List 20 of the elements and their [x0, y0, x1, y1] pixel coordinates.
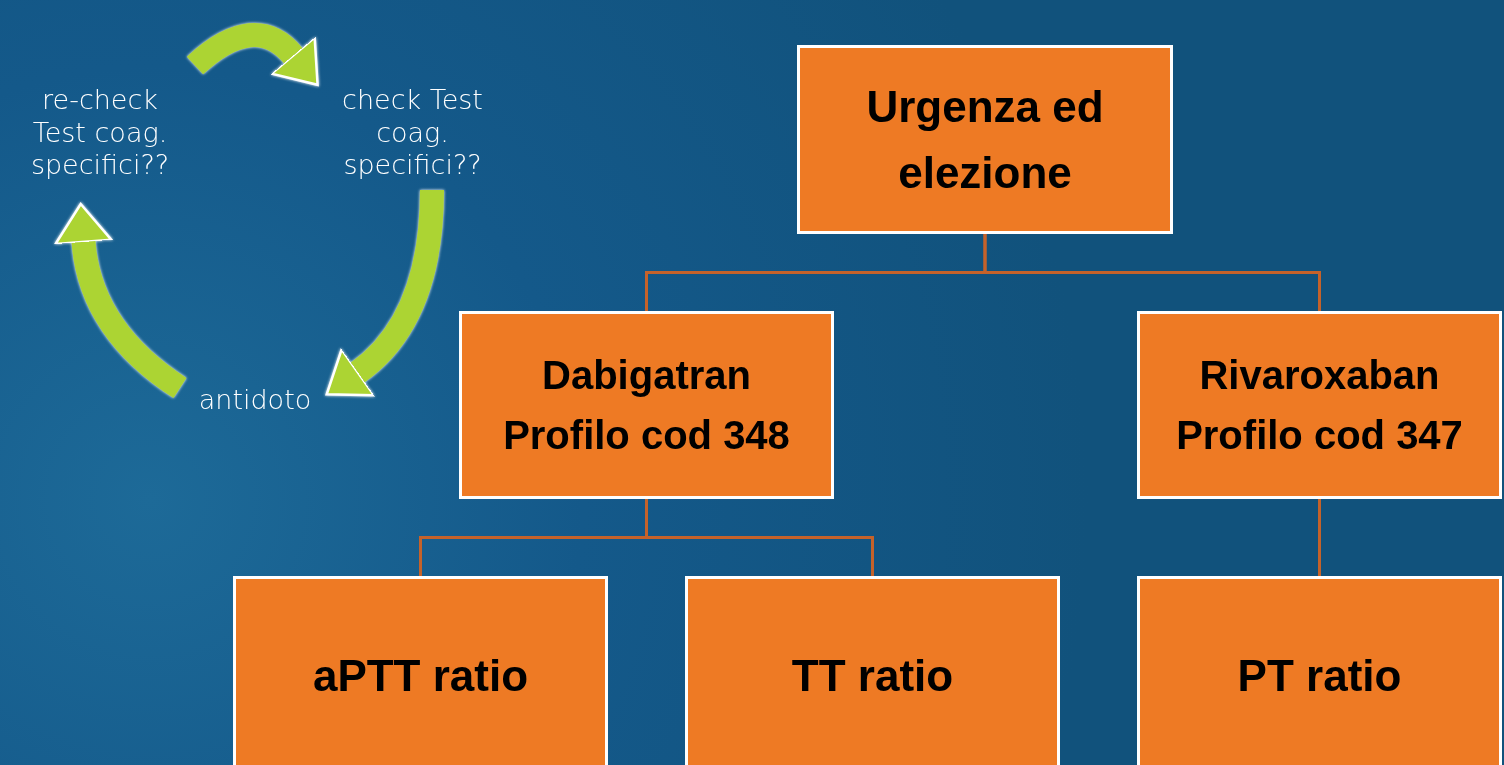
- curved-arrow: [326, 189, 444, 398]
- org-chart-box: [1137, 311, 1502, 499]
- box-label: PT ratio: [1237, 650, 1402, 702]
- connector-line: [1318, 499, 1321, 576]
- curved-arrow: [54, 202, 187, 398]
- connector-line: [983, 234, 1321, 311]
- step-label: antidoto: [198, 383, 312, 417]
- box-label: aPTT ratio: [312, 650, 529, 702]
- box-label: TT ratio: [791, 650, 954, 702]
- org-chart-box: [797, 45, 1173, 234]
- org-chart-box: [1137, 576, 1502, 765]
- box-label: Urgenza ed elezione: [865, 80, 1105, 199]
- step-label: re-check Test coag. specifici??: [29, 84, 171, 182]
- box-label: Dabigatran Profilo cod 348: [502, 352, 791, 459]
- connector-line: [645, 499, 874, 576]
- org-chart-box: [685, 576, 1060, 765]
- step-label: check Test coag. specifici??: [341, 84, 484, 182]
- box-label: Rivaroxaban Profilo cod 347: [1175, 352, 1464, 459]
- org-chart-box: [233, 576, 608, 765]
- org-chart-box: [459, 311, 834, 499]
